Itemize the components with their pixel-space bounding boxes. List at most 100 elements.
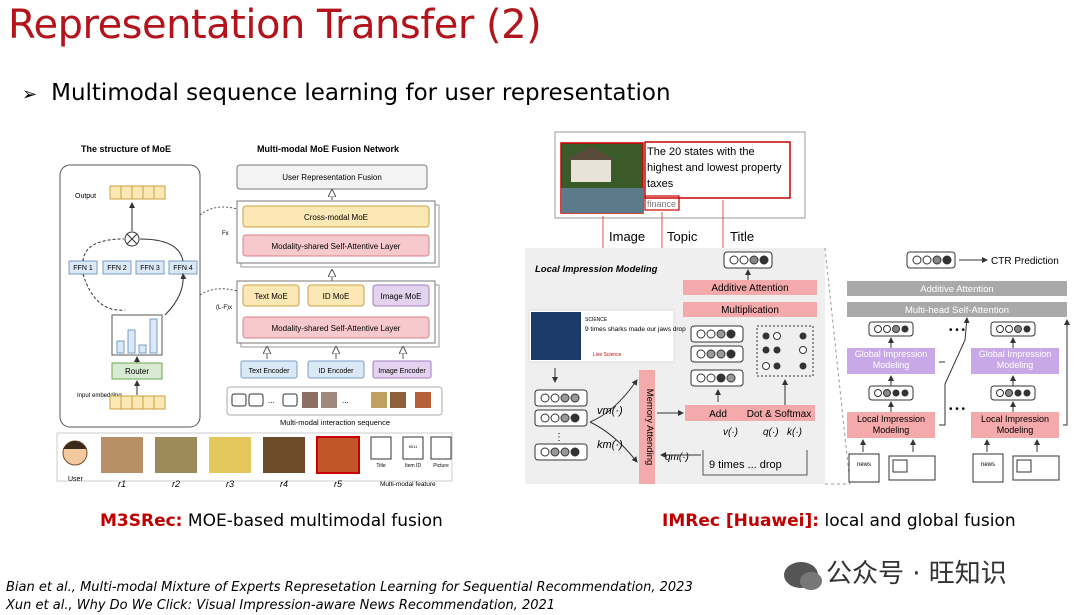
fusion-network-title: Multi-modal MoE Fusion Network <box>257 144 400 154</box>
add-label: Add <box>709 409 727 420</box>
seq-tokens: 9 times ... drop <box>709 459 782 471</box>
global-box-1 <box>847 348 935 374</box>
shared-layer-2-label: Modality-shared Self-Attentive Layer <box>272 324 401 333</box>
image-moe-label: Image MoE <box>381 292 422 301</box>
middle-vectors <box>690 325 744 387</box>
ffn-2: FFN 2 <box>107 265 127 272</box>
svg-text:9011: 9011 <box>409 444 418 449</box>
imrec-diagram: The 20 states with the highest and lowes… <box>525 131 1070 485</box>
label-title: Title <box>730 229 754 244</box>
slide-title: Representation Transfer (2) <box>8 2 542 48</box>
svg-text:⋮: ⋮ <box>554 432 564 443</box>
item-r2: r2 <box>172 479 180 489</box>
global-column-1: Global Impression Modeling Local Impress… <box>847 321 936 483</box>
text-encoder-label: Text Encoder <box>249 368 291 375</box>
input-embedding <box>109 395 166 410</box>
news-title-fo: The 20 states with the highest and lowes… <box>647 146 782 190</box>
comment-icons <box>231 393 298 407</box>
k-label: k(·) <box>787 427 802 438</box>
ffn-group: FFN 1 FFN 2 FFN 3 FFN 4 <box>68 260 198 275</box>
item-r4: r4 <box>280 479 288 489</box>
watermark: 公众号 · 旺知识 <box>784 553 1007 590</box>
bullet-arrow-icon: ➢ <box>22 84 38 105</box>
additive-attention-label: Additive Attention <box>711 283 788 294</box>
local-box-1 <box>847 412 935 438</box>
additive-attention-2-label: Additive Attention <box>920 284 993 295</box>
label-topic: Topic <box>667 229 698 244</box>
global-column-2: Global Impression Modeling Local Impress… <box>971 321 1060 483</box>
m3srec-diagram: The structure of MoE Output FFN 1 FFN 2 … <box>56 144 453 489</box>
left-caption: M3SRec: MOE-based multimodal fusion <box>100 511 443 531</box>
multimodal-feature-box: 9011 Title Item ID Picture <box>370 436 452 469</box>
router-box <box>111 362 163 380</box>
seq-item-thumbnails <box>302 392 431 408</box>
text-moe-box <box>242 284 300 307</box>
svg-text:Item ID: Item ID <box>405 463 422 469</box>
news-category: finance <box>647 199 676 209</box>
item-r5: r5 <box>334 479 343 489</box>
seq-dots-2: ... <box>342 396 349 405</box>
global-box-2 <box>971 348 1059 374</box>
ffn-1: FFN 1 <box>73 265 93 272</box>
memory-attending-label: Memory Attending <box>644 389 655 466</box>
multimodal-feature-label: Multi-modal feature <box>380 481 436 488</box>
news-title: The 20 states with the highest and lowes… <box>647 146 782 190</box>
id-moe-box <box>307 284 365 307</box>
ctr-vector <box>906 251 956 269</box>
id-moe-label: ID MoE <box>323 292 350 301</box>
id-encoder-box <box>307 360 365 379</box>
memory-attending-box <box>639 370 655 484</box>
id-encoder-label: ID Encoder <box>318 368 354 375</box>
history-items: r1 r2 r3 r4 r5 <box>101 436 360 489</box>
bullet-point: ➢ Multimodal sequence learning for user r… <box>22 80 671 106</box>
router-label: Router <box>125 367 149 376</box>
output-embedding <box>109 185 166 200</box>
local-box-2 <box>971 412 1059 438</box>
svg-text:Picture: Picture <box>433 463 449 469</box>
reference-1: Bian et al., Multi-modal Mixture of Expe… <box>6 580 693 595</box>
local-modeling-title: Local Impression Modeling <box>535 264 658 275</box>
fx-label: Fx <box>222 231 229 237</box>
item-r3: r3 <box>226 479 234 489</box>
user-rep-fusion-label: User Representation Fusion <box>282 173 382 182</box>
v-label: v(·) <box>723 427 738 438</box>
input-embedding-label: Input embedding <box>77 393 122 399</box>
news-icon-2 <box>972 453 1004 483</box>
memory-vectors: ⋮ <box>534 389 588 461</box>
thumb-text: 9 times sharks made our jaws drop <box>585 326 686 333</box>
wechat-icon <box>784 561 822 590</box>
shared-layer-1-label: Modality-shared Self-Attentive Layer <box>272 242 401 251</box>
attention-matrix <box>756 325 814 377</box>
bullet-text: Multimodal sequence learning for user re… <box>51 80 671 106</box>
dot-softmax-box <box>743 405 815 421</box>
text-encoder-box <box>240 360 298 379</box>
ctr-label: CTR Prediction <box>991 256 1059 267</box>
image-moe-box <box>372 284 430 307</box>
item-r1: r1 <box>118 479 126 489</box>
user-label: User <box>68 476 83 483</box>
moe-structure-title: The structure of MoE <box>81 144 171 154</box>
shared-layer-2-box <box>242 316 430 339</box>
interaction-seq-label: Multi-modal interaction sequence <box>280 418 390 427</box>
ffn-4: FFN 4 <box>173 265 193 272</box>
multiplication-label: Multiplication <box>721 305 779 316</box>
thumb-category: SCIENCE <box>585 317 608 323</box>
image-encoder-box <box>372 360 432 379</box>
text-moe-label: Text MoE <box>254 292 287 301</box>
thumb-source: Live Science <box>593 352 622 358</box>
additive-attention-box <box>683 280 817 295</box>
right-caption: IMRec [Huawei]: local and global fusion <box>662 511 1016 531</box>
q-label: q(·) <box>763 427 779 438</box>
ffn-3: FFN 3 <box>140 265 160 272</box>
lfx-label: (L-F)x <box>216 305 232 311</box>
top-vector <box>723 251 773 269</box>
output-label: Output <box>75 193 96 200</box>
shared-layer-1-box <box>242 234 430 257</box>
moe-structure-panel <box>59 164 201 428</box>
svg-text:news: news <box>981 462 995 468</box>
additive-attention-2-box <box>847 281 1067 296</box>
multiplication-box <box>683 302 817 317</box>
qm-label: qm(·) <box>665 452 689 463</box>
vm-label: vm(·) <box>597 405 623 417</box>
image-encoder-label: Image Encoder <box>378 368 426 375</box>
